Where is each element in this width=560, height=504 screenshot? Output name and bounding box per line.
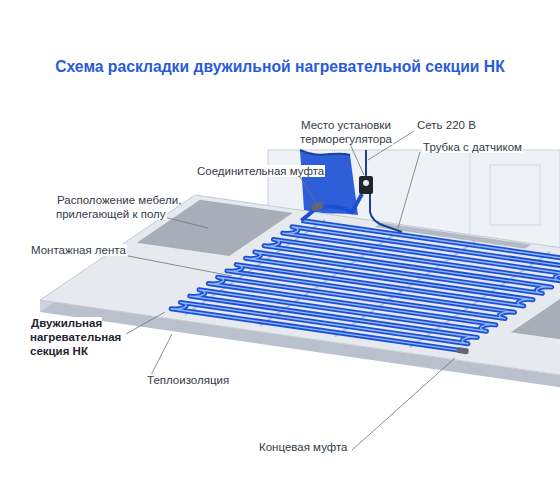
thermostat	[359, 176, 373, 194]
heating-cable	[171, 221, 560, 351]
leader-line	[350, 144, 364, 175]
wall-panel-edge	[300, 150, 350, 155]
leader-line	[128, 256, 232, 276]
label-text: Соединительная муфта	[196, 165, 325, 177]
callout-label: Концевая муфта	[258, 440, 349, 454]
label-text: Расположение мебели, прилегающей к полу	[56, 194, 181, 220]
callout-label: Теплоизоляция	[146, 373, 230, 387]
label-text: Сеть 220 В	[416, 119, 477, 131]
end-coupling	[456, 347, 469, 355]
label-text: Трубка с датчиком	[422, 141, 523, 153]
leader-line	[398, 152, 420, 228]
callout-label: Соединительная муфта	[196, 164, 325, 178]
callout-label: Сеть 220 В	[416, 118, 477, 132]
label-text: Концевая муфта	[258, 441, 349, 453]
floor-group	[40, 195, 560, 376]
callout-label: Расположение мебели, прилегающей к полу	[56, 193, 191, 221]
label-text: Теплоизоляция	[146, 374, 230, 386]
floor	[40, 195, 560, 376]
sensor-tube	[370, 194, 402, 232]
callout-label: Место установки терморегулятора	[300, 118, 405, 146]
label-text: Место установки терморегулятора	[300, 119, 393, 145]
cable-extras	[301, 194, 469, 354]
leader-line	[126, 312, 165, 334]
thermostat-knob	[363, 180, 369, 186]
label-text: Монтажная лента	[30, 244, 127, 256]
leader-line	[352, 358, 455, 450]
heating-cable-group	[171, 221, 560, 351]
heating-cable	[171, 221, 560, 351]
wall-door	[490, 165, 540, 225]
leader-line	[300, 177, 318, 206]
cable-label: Двужильная нагревательная секция НК	[30, 316, 140, 358]
label-text: Двужильная нагревательная секция НК	[30, 317, 121, 357]
callout-label: Трубка с датчиком	[422, 140, 523, 154]
mains-wire	[365, 150, 367, 176]
leader-lines	[126, 131, 455, 450]
diagram-title: Схема раскладки двужильной нагревательно…	[0, 58, 560, 76]
leader-line	[150, 334, 172, 377]
wall-corner	[470, 150, 471, 238]
callout-label: Монтажная лента	[30, 243, 127, 257]
connection-coupling	[310, 201, 324, 212]
cold-lead	[301, 194, 362, 221]
